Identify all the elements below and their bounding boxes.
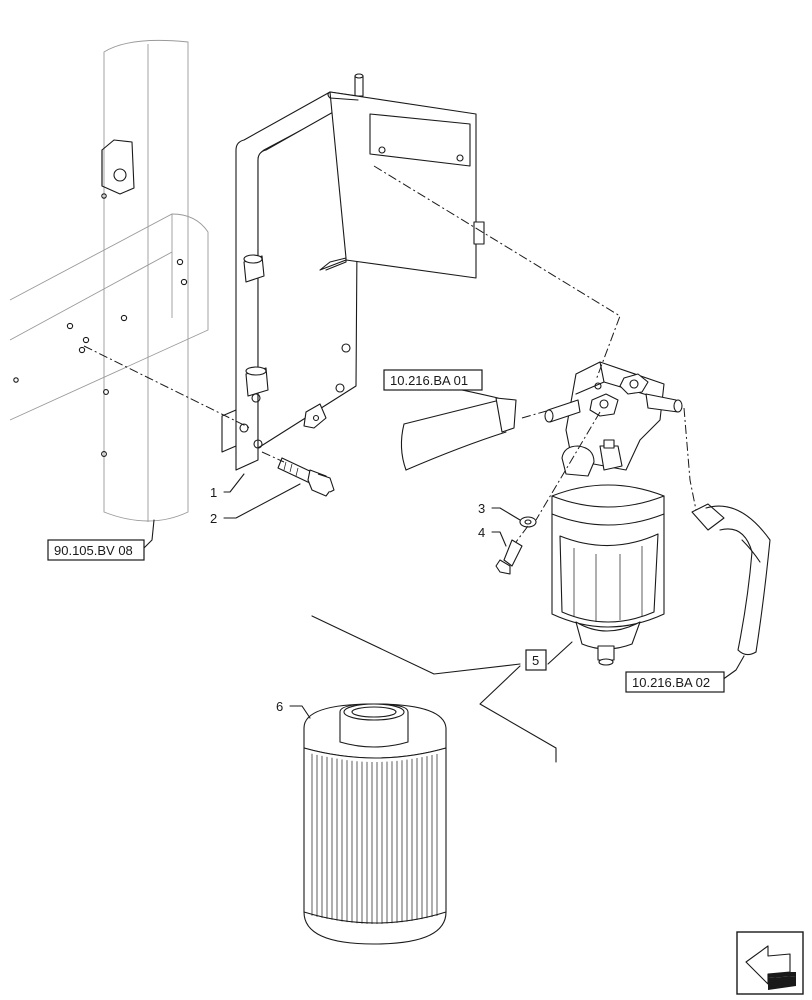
frame-rail bbox=[9, 39, 209, 522]
callout-5: 5 bbox=[532, 653, 539, 668]
ref-hose-out[interactable]: 10.216.BA 02 bbox=[632, 675, 710, 690]
filter-element bbox=[303, 703, 447, 945]
hose-outlet bbox=[691, 503, 771, 656]
callout-2: 2 bbox=[210, 511, 217, 526]
small-bolt bbox=[495, 539, 523, 575]
ref-frame-box bbox=[47, 539, 145, 561]
callout-3: 3 bbox=[478, 501, 485, 516]
ref-hose-in[interactable]: 10.216.BA 01 bbox=[390, 373, 468, 388]
item5-leaders bbox=[311, 615, 573, 763]
mounting-bracket bbox=[221, 73, 485, 471]
ref-hose-out-box bbox=[625, 671, 725, 693]
callout-1: 1 bbox=[210, 485, 217, 500]
centerlines bbox=[83, 165, 697, 543]
callout-6: 6 bbox=[276, 699, 283, 714]
callout-4: 4 bbox=[478, 525, 485, 540]
washer bbox=[519, 516, 537, 528]
fuel-filter-assembly bbox=[544, 361, 683, 666]
callout-5-box bbox=[525, 649, 547, 671]
ref-hose-in-box bbox=[383, 369, 483, 391]
bolt bbox=[277, 457, 335, 497]
hose-inlet bbox=[400, 397, 517, 471]
ref-frame[interactable]: 90.105.BV 08 bbox=[54, 543, 133, 558]
page-navigation-arrow-icon[interactable] bbox=[736, 931, 804, 995]
